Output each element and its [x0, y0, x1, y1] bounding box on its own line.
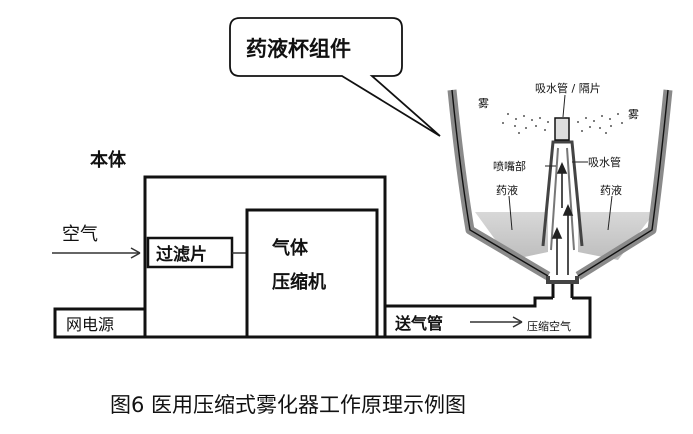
- air-delivery-tube: [385, 282, 592, 339]
- callout-bubble: 药液杯组件: [229, 17, 441, 137]
- liquid-left-label: 药液: [496, 183, 518, 197]
- tube-label: 送气管: [394, 314, 443, 333]
- compressor-label-line2: 压缩机: [272, 271, 326, 293]
- compressed-air-arrow: [470, 316, 523, 328]
- power-label: 网电源: [66, 315, 114, 334]
- air-inlet-arrow: [52, 247, 141, 259]
- suction-baffle-label: 吸水管 / 隔片: [535, 81, 601, 95]
- nozzle-label: 喷嘴部: [493, 159, 526, 173]
- suction-tube-label: 吸水管: [588, 155, 621, 169]
- liquid-right: [578, 212, 655, 260]
- mist-spray: [502, 113, 623, 134]
- liquid-left: [475, 212, 548, 260]
- filter-label: 过滤片: [156, 244, 207, 265]
- compressed-air-label: 压缩空气: [527, 319, 571, 333]
- power-supply-box: [53, 307, 147, 339]
- figure-caption: 图6 医用压缩式雾化器工作原理示例图: [110, 393, 466, 417]
- liquid-right-label: 药液: [600, 183, 622, 197]
- mist-left-label: 雾: [478, 97, 489, 110]
- mist-right-label: 雾: [628, 108, 639, 121]
- body-label: 本体: [90, 149, 127, 171]
- medicine-cup: [447, 89, 673, 284]
- compressor-box: [245, 208, 379, 339]
- air-label: 空气: [62, 224, 98, 245]
- callout-label: 药液杯组件: [246, 37, 351, 61]
- compressor-label-line1: 气体: [271, 237, 309, 259]
